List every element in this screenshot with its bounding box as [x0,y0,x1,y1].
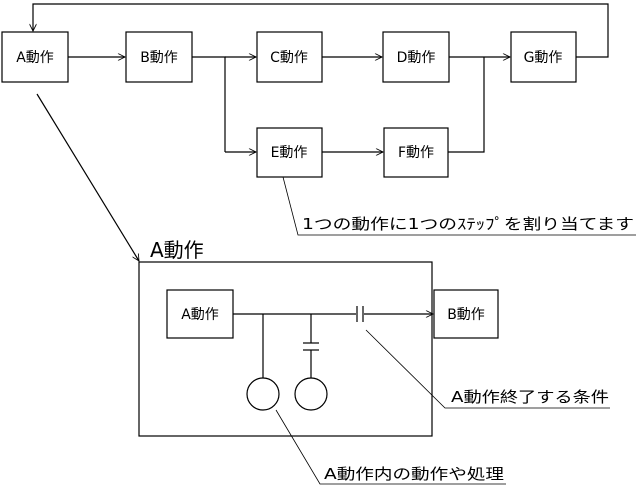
flow-node-b-label: B動作 [140,50,178,66]
process-note-leader [275,409,506,485]
flow-node-f-label: F動作 [398,145,434,161]
flow-node-c: C動作 [256,31,323,83]
detail-end-label: B動作 [447,307,485,323]
condition-note: A動作終了する条件 [365,329,610,409]
flow-node-b: B動作 [125,31,193,83]
detail-panel: A動作 A動作 B動作 [138,238,499,437]
detail-start-box [166,289,234,339]
detail-start-label: A動作 [181,307,219,323]
join-line-f-to-g [448,57,485,153]
flow-node-g-label: G動作 [524,50,563,66]
flow-node-a-label: A動作 [16,50,54,66]
flow-node-d: D動作 [382,31,450,83]
condition-note-leader [365,329,610,409]
output-coil-2 [294,377,328,411]
step-note: 1つの動作に1つのｽﾃｯﾌﾟを割り当てます [282,176,636,236]
flow-connectors [33,3,609,153]
flow-node-c-label: C動作 [270,50,308,66]
flow-node-a: A動作 [1,31,69,83]
step-note-leader [282,176,636,236]
detail-title: A動作 [150,238,204,262]
process-note-text: A動作内の動作や処理 [324,465,504,483]
process-note: A動作内の動作や処理 [275,409,506,485]
detail-end-box [433,289,499,339]
output-coil-1 [246,377,280,411]
detail-frame [138,261,433,437]
flow-node-d-label: D動作 [397,50,436,66]
flow-node-e: E動作 [256,127,323,178]
step-note-text: 1つの動作に1つのｽﾃｯﾌﾟを割り当てます [302,215,634,233]
branch-line [192,56,226,152]
condition-note-text: A動作終了する条件 [451,388,609,406]
detail-zoom-arrow [36,93,140,261]
flow-node-f: F動作 [383,127,449,178]
flow-node-e-label: E動作 [271,145,308,161]
loop-back-g-to-a [33,3,609,58]
flow-node-g: G動作 [510,31,577,83]
